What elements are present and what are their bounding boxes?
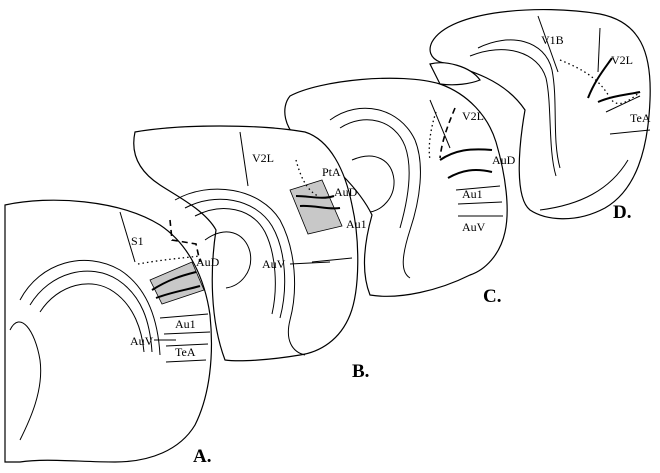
section-b-layer-1	[184, 198, 286, 319]
section-a-border-4	[165, 343, 209, 347]
section-c-tract-2	[447, 169, 493, 179]
section-a-tract	[151, 271, 201, 299]
section-c-border-2	[455, 185, 501, 191]
section-a-dashed	[169, 219, 201, 263]
section-a-inner	[9, 321, 42, 441]
d-label-tea: TeA	[630, 111, 651, 125]
a-label-aud: AuD	[196, 255, 220, 269]
section-d-tract	[587, 57, 641, 103]
section-a-dotted	[137, 255, 201, 265]
a-label-tea: TeA	[175, 345, 196, 359]
section-a-ventricle	[19, 259, 161, 356]
section-c-lobe	[429, 62, 481, 86]
section-c-border-1	[429, 99, 451, 149]
section-a-outline	[4, 199, 213, 463]
b-label-auv: AuV	[262, 257, 286, 271]
section-d-outline	[429, 8, 651, 220]
b-label-au1: Au1	[346, 217, 367, 231]
b-label-pta: PtA	[322, 165, 341, 179]
section-c-hippo	[351, 155, 395, 213]
section-a-border-2	[159, 313, 209, 319]
a-panel-letter: A.	[193, 446, 211, 467]
d-label-v1b: V1B	[541, 33, 564, 47]
c-label-auv: AuV	[462, 220, 486, 234]
section-d-border-3	[605, 95, 641, 113]
section-b: V2L PtA AuD Au1 AuV B.	[133, 125, 369, 382]
section-a-border-1	[119, 211, 136, 263]
section-c-tract-1	[439, 148, 493, 161]
a-label-au1: Au1	[175, 317, 196, 331]
c-label-v2l: V2L	[462, 109, 484, 123]
b-auv-leader	[289, 261, 331, 265]
section-b-border-3	[311, 257, 353, 263]
section-b-dotted	[295, 159, 319, 197]
section-d-border-1	[537, 15, 559, 73]
section-b-outline	[133, 125, 359, 362]
c-label-au1: Au1	[462, 187, 483, 201]
section-c: V2L AuD Au1 AuV C.	[284, 62, 516, 307]
section-c-dashed	[439, 107, 456, 159]
c-label-aud: AuD	[492, 153, 516, 167]
section-d-border-2	[597, 27, 601, 73]
section-d-ventricle	[477, 39, 561, 169]
section-a: S1 AuD Au1 AuV TeA A.	[4, 199, 220, 467]
d-panel-letter: D.	[613, 202, 631, 223]
section-b-tract	[295, 195, 341, 210]
a-label-auv: AuV	[130, 334, 154, 348]
section-a-layer-2	[39, 283, 145, 353]
section-a-border-3	[163, 331, 211, 335]
section-c-ventricle-inner	[339, 119, 410, 229]
b-panel-letter: B.	[352, 361, 369, 382]
section-d-layer	[469, 49, 557, 177]
section-b-border-1	[239, 131, 249, 187]
section-d-inner	[539, 159, 629, 211]
section-d: V1B V2L TeA D.	[429, 8, 651, 223]
c-panel-letter: C.	[483, 286, 501, 307]
section-d-border-4	[609, 129, 651, 135]
section-b-layer-2	[194, 208, 276, 315]
b-label-v2l: V2L	[252, 151, 274, 165]
b-label-aud: AuD	[334, 185, 358, 199]
section-c-border-3	[457, 201, 503, 205]
section-c-dotted	[428, 111, 437, 161]
section-a-border-5	[165, 359, 207, 363]
section-c-ventricle	[329, 107, 421, 279]
d-label-v2l: V2L	[611, 53, 633, 67]
section-b-ventricle	[174, 188, 306, 356]
section-a-layer-1	[29, 270, 153, 353]
section-b-hippo	[204, 231, 252, 289]
a-label-s1: S1	[131, 234, 144, 248]
